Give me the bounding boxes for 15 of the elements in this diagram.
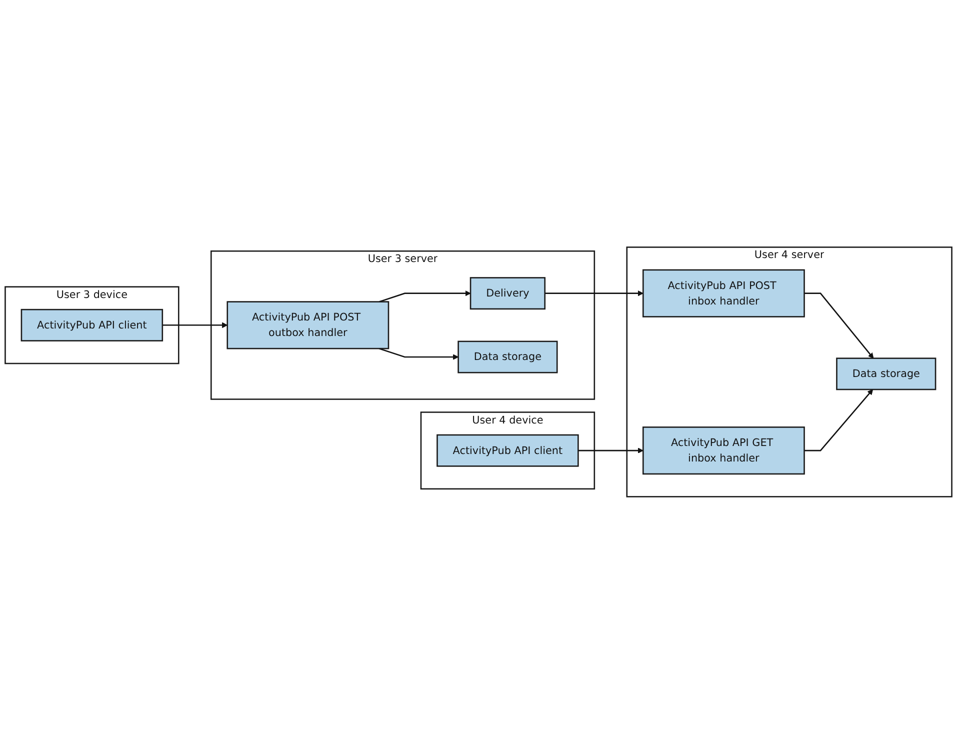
arrow — [378, 290, 471, 302]
node-box: ActivityPub API POST outbox handler — [226, 301, 390, 350]
node-box: Data storage — [458, 340, 558, 374]
node-box: Data storage — [836, 358, 936, 390]
node-box: ActivityPub API client — [436, 434, 579, 467]
node-box: ActivityPub API GET inbox handler — [642, 426, 805, 475]
arrow — [804, 292, 874, 359]
arrow — [578, 448, 644, 454]
arrow — [544, 290, 644, 296]
arrow — [162, 322, 228, 328]
arrow — [378, 348, 459, 360]
arrow — [804, 389, 874, 452]
node-box: ActivityPub API POST inbox handler — [642, 269, 805, 318]
node-box: ActivityPub API client — [20, 308, 164, 342]
node-box: Delivery — [470, 277, 546, 310]
